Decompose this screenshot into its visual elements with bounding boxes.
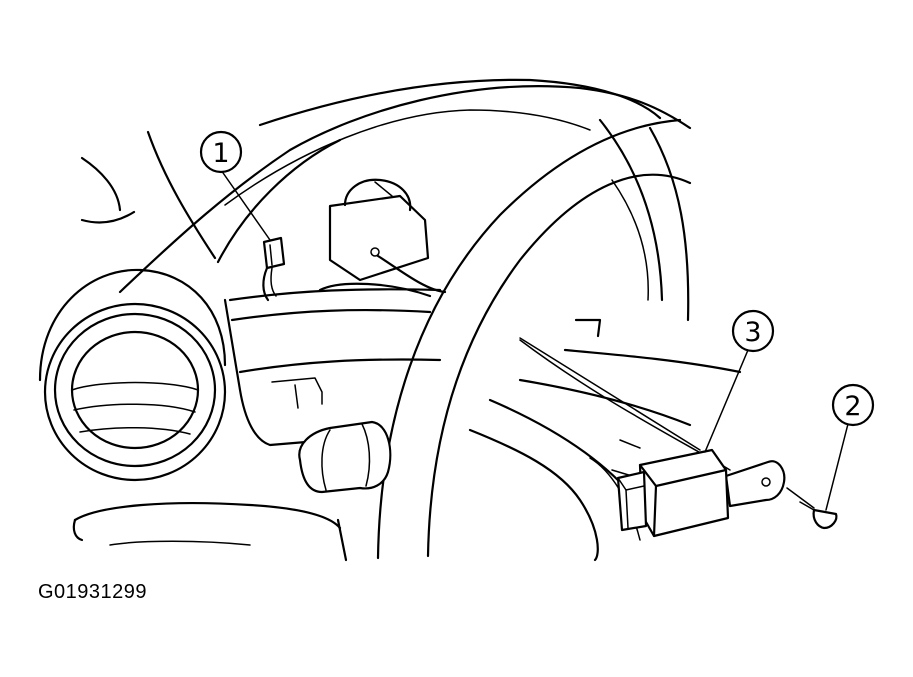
callout-1-label: 1: [212, 138, 229, 169]
air-vent: [43, 302, 227, 482]
screw-2: [799, 501, 838, 530]
rear-module: [318, 178, 447, 298]
dashboard-outline: [38, 78, 742, 562]
leader-lines: [220, 169, 850, 511]
callout-1: 1: [199, 130, 243, 174]
connector-1: [262, 236, 286, 302]
lamp-socket: [298, 420, 392, 494]
relay-3: [616, 448, 786, 538]
callout-3: 3: [731, 309, 775, 353]
callout-3-label: 3: [744, 317, 761, 348]
figure-id: G01931299: [38, 581, 148, 603]
callout-2: 2: [831, 383, 875, 427]
callout-2-label: 2: [844, 391, 861, 422]
